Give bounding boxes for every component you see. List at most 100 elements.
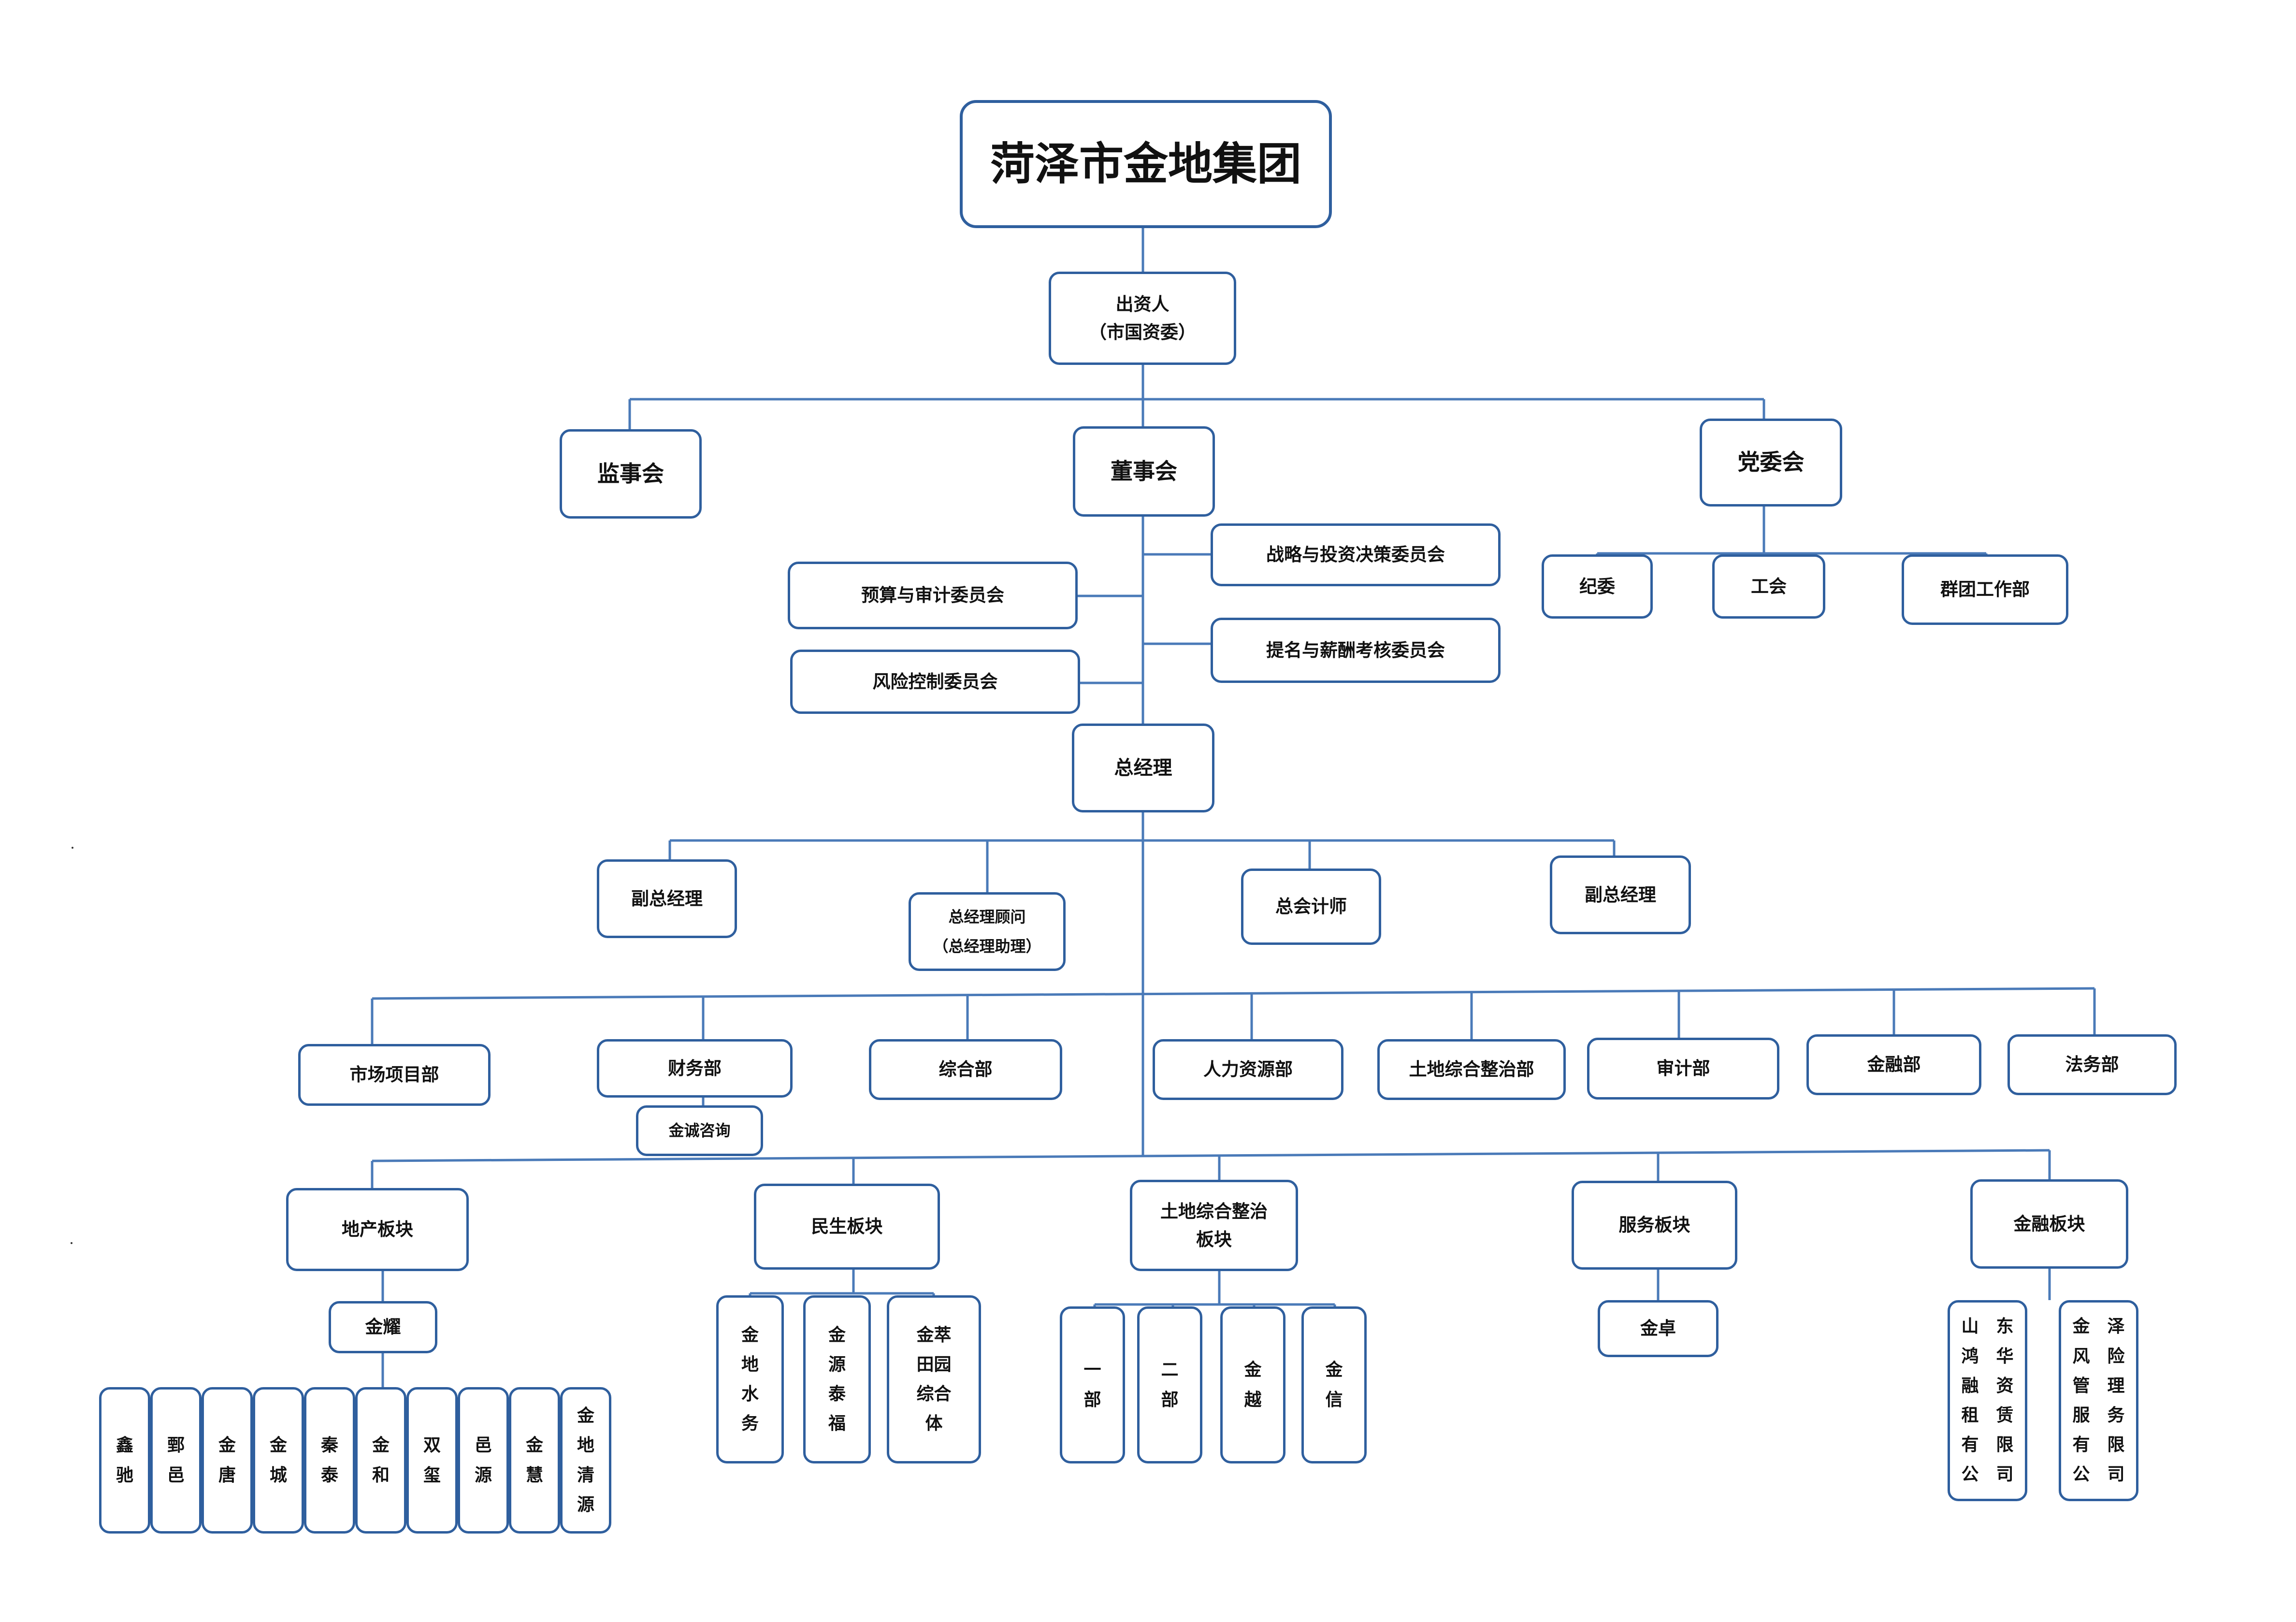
- finance-company-label: 金 泽 风 险 管 理 服 务 有 限 公 司: [2072, 1316, 2125, 1485]
- land-unit-label: 一 部: [1083, 1360, 1101, 1410]
- re-company-label: 金 城: [269, 1435, 287, 1485]
- stray-dot: [72, 847, 73, 849]
- risk-control-committee-label: 风险控制委员会: [872, 670, 998, 692]
- board-of-directors-label: 董事会: [1111, 458, 1177, 484]
- jincheng-consulting-label: 金诚咨询: [668, 1121, 731, 1140]
- finance-business-dept-label: 金融部: [1867, 1054, 1921, 1075]
- land-consolidation-sector-label-2: 板块: [1196, 1228, 1232, 1250]
- re-company-jinhui-box: 金 慧: [509, 1387, 560, 1534]
- strategy-investment-committee-box: 战略与投资决策委员会: [1211, 523, 1501, 586]
- land-unit-1-box: 一 部: [1060, 1306, 1125, 1463]
- general-affairs-dept-box: 综合部: [869, 1039, 1062, 1100]
- re-company-jindiqingyuan-box: 金 地 清 源: [560, 1387, 611, 1534]
- re-company-jinhe-box: 金 和: [355, 1387, 406, 1534]
- jinyao-box: 金耀: [329, 1301, 437, 1353]
- jinyao-label: 金耀: [365, 1316, 401, 1338]
- re-company-label: 双 玺: [423, 1435, 441, 1485]
- deputy-general-manager-2-label: 副总经理: [1585, 883, 1656, 905]
- land-consolidation-sector-label: 土地综合整治: [1160, 1201, 1268, 1222]
- finance-sector-label: 金融板块: [2013, 1213, 2085, 1234]
- discipline-committee-label: 纪委: [1579, 575, 1615, 597]
- deputy-general-manager-label: 副总经理: [631, 887, 703, 909]
- investor-label: 出资人: [1115, 293, 1170, 315]
- land-unit-label: 金 信: [1325, 1360, 1343, 1410]
- re-company-juanyi-box: 鄄 邑: [150, 1387, 202, 1534]
- labor-union-label: 工会: [1751, 575, 1787, 597]
- finance-dept-box: 财务部: [597, 1039, 793, 1098]
- re-company-label: 金 唐: [218, 1435, 236, 1485]
- discipline-committee-box: 纪委: [1542, 554, 1653, 619]
- supervisory-board-label: 监事会: [597, 460, 664, 487]
- re-company-label: 邑 源: [474, 1435, 492, 1485]
- finance-company-risk-mgmt-box: 金 泽 风 险 管 理 服 务 有 限 公 司: [2059, 1300, 2138, 1501]
- land-unit-label: 二 部: [1161, 1360, 1179, 1410]
- deputy-general-manager-box: 副总经理: [597, 859, 737, 938]
- deputy-general-manager-2-box: 副总经理: [1550, 855, 1691, 934]
- mass-organization-dept-box: 群团工作部: [1902, 554, 2068, 625]
- market-project-dept-label: 市场项目部: [349, 1064, 439, 1086]
- jincheng-consulting-box: 金诚咨询: [636, 1105, 763, 1156]
- finance-company-label: 山 东 鸿 华 融 资 租 赁 有 限 公 司: [1961, 1316, 2014, 1485]
- land-unit-jinyue-box: 金 越: [1220, 1306, 1285, 1463]
- livelihood-sector-label: 民生板块: [811, 1216, 883, 1237]
- land-consolidation-dept-box: 土地综合整治部: [1377, 1039, 1566, 1100]
- land-unit-2-box: 二 部: [1137, 1306, 1202, 1463]
- group-root-box: 菏泽市金地集团: [960, 100, 1332, 228]
- livelihood-sector-box: 民生板块: [754, 1184, 940, 1270]
- finance-company-leasing-box: 山 东 鸿 华 融 资 租 赁 有 限 公 司: [1948, 1300, 2027, 1501]
- party-committee-label: 党委会: [1737, 449, 1805, 476]
- re-company-label: 金 慧: [525, 1435, 543, 1485]
- re-company-xinchi-box: 鑫 驰: [99, 1387, 150, 1534]
- gm-advisor-box: 总经理顾问 （总经理助理）: [909, 892, 1066, 971]
- re-company-label: 鄄 邑: [167, 1435, 185, 1485]
- strategy-investment-committee-label: 战略与投资决策委员会: [1266, 544, 1445, 565]
- re-company-jintang-box: 金 唐: [202, 1387, 253, 1534]
- legal-dept-box: 法务部: [2007, 1034, 2177, 1095]
- nomination-compensation-committee-box: 提名与薪酬考核委员会: [1211, 618, 1501, 683]
- stray-dot: [71, 1242, 72, 1244]
- real-estate-sector-box: 地产板块: [286, 1188, 469, 1271]
- mass-organization-dept-label: 群团工作部: [1940, 579, 2030, 600]
- finance-business-dept-box: 金融部: [1806, 1034, 1981, 1095]
- land-unit-label: 金 越: [1244, 1360, 1262, 1410]
- re-company-label: 秦 泰: [320, 1435, 338, 1485]
- livelihood-company-water-box: 金 地 水 务: [716, 1295, 784, 1463]
- land-consolidation-dept-label: 土地综合整治部: [1409, 1058, 1534, 1080]
- livelihood-company-tianyuan-box: 金萃 田园 综合 体: [887, 1295, 981, 1463]
- budget-audit-committee-label: 预算与审计委员会: [861, 584, 1004, 606]
- jinzhuo-box: 金卓: [1598, 1300, 1718, 1357]
- labor-union-box: 工会: [1712, 554, 1825, 619]
- risk-control-committee-box: 风险控制委员会: [790, 650, 1080, 714]
- re-company-label: 金 地 清 源: [577, 1405, 594, 1515]
- service-sector-label: 服务板块: [1618, 1214, 1690, 1236]
- audit-dept-label: 审计部: [1656, 1057, 1710, 1079]
- livelihood-company-taifu-box: 金 源 泰 福: [803, 1295, 871, 1463]
- re-company-yiyuan-box: 邑 源: [458, 1387, 509, 1534]
- real-estate-sector-label: 地产板块: [342, 1218, 413, 1240]
- re-company-shuangxi-box: 双 玺: [406, 1387, 458, 1534]
- land-unit-jinxin-box: 金 信: [1301, 1306, 1367, 1463]
- investor-box: 出资人 （市国资委）: [1049, 272, 1236, 365]
- re-company-label: 金 和: [372, 1435, 390, 1485]
- nomination-compensation-committee-label: 提名与薪酬考核委员会: [1266, 639, 1445, 661]
- gm-assistant-label: （总经理助理）: [933, 937, 1041, 956]
- re-company-label: 鑫 驰: [116, 1435, 133, 1485]
- livelihood-company-label: 金萃 田园 综合 体: [916, 1324, 952, 1434]
- legal-dept-label: 法务部: [2065, 1054, 2119, 1075]
- chief-accountant-box: 总会计师: [1241, 869, 1381, 945]
- group-root-label: 菏泽市金地集团: [990, 138, 1301, 190]
- supervisory-board-box: 监事会: [560, 429, 702, 519]
- audit-dept-box: 审计部: [1587, 1038, 1779, 1100]
- re-company-jincheng-box: 金 城: [253, 1387, 304, 1534]
- general-manager-label: 总经理: [1114, 756, 1172, 779]
- service-sector-box: 服务板块: [1572, 1181, 1737, 1270]
- livelihood-company-label: 金 地 水 务: [741, 1324, 759, 1434]
- market-project-dept-box: 市场项目部: [298, 1044, 491, 1106]
- re-company-qintai-box: 秦 泰: [304, 1387, 355, 1534]
- human-resources-dept-box: 人力资源部: [1153, 1039, 1343, 1100]
- chief-accountant-label: 总会计师: [1275, 896, 1347, 917]
- general-manager-box: 总经理: [1072, 724, 1214, 812]
- jinzhuo-label: 金卓: [1640, 1318, 1676, 1339]
- finance-sector-box: 金融板块: [1970, 1179, 2128, 1269]
